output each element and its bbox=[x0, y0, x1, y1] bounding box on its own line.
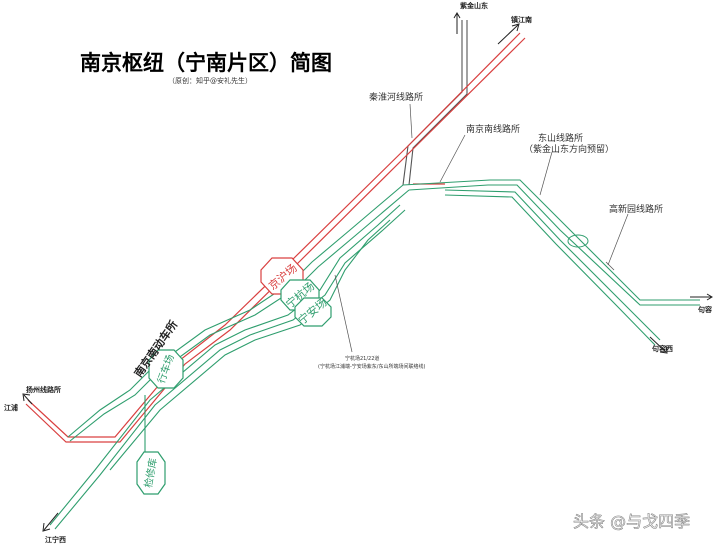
arrow-jiangning-west bbox=[42, 512, 59, 532]
dongshan-junction-label: 东山线路所 bbox=[538, 132, 583, 144]
annotation-line2: (宁杭场江浦端-宁安场紫东/东山所端场间联络线) bbox=[318, 363, 425, 370]
gaoxinyuan-marker bbox=[605, 261, 615, 271]
watermark: 头条 @与戈四季 bbox=[573, 512, 690, 531]
terminal-jiangning-west: 江宁西 bbox=[45, 535, 66, 544]
qinhuaihe-junction-label: 秦淮河线路所 bbox=[369, 91, 423, 103]
terminal-jiangpu: 江浦 bbox=[4, 403, 18, 412]
arrow-yangzhou bbox=[22, 393, 33, 405]
terminal-zhenjiang-south: 镇江南 bbox=[511, 15, 532, 24]
terminal-zijinshan-east: 紫金山东 bbox=[460, 1, 488, 10]
annotation-line1: 宁杭场21/22道 bbox=[345, 355, 379, 362]
arrow-zhenjiang-south bbox=[497, 23, 520, 45]
dongshan-junction-note: （紫金山东方向预留） bbox=[524, 143, 614, 155]
line-jinghu-red bbox=[25, 32, 526, 443]
arrow-jurong-west bbox=[649, 336, 668, 354]
ningan-yard: 宁安场 bbox=[294, 295, 332, 327]
gaoxinyuan-junction-label: 高新园线路所 bbox=[609, 203, 663, 215]
terminal-jurong-west: 句容西 bbox=[652, 344, 673, 353]
map-subtitle: （原创：知乎@安礼先生） bbox=[168, 76, 252, 85]
map-title: 南京枢纽（宁南片区）简图 bbox=[80, 50, 332, 75]
leader-lines bbox=[334, 103, 629, 353]
dongshan-marker bbox=[567, 234, 589, 248]
terminal-jurong: 句容 bbox=[698, 305, 712, 314]
terminal-yangzhou-junction: 扬州线路所 bbox=[26, 385, 61, 394]
arrow-jurong bbox=[690, 293, 713, 301]
xingche-yard: 行车场 bbox=[148, 349, 184, 389]
jianxiu-depot: 检修库 bbox=[136, 451, 166, 495]
nanjing-south-junction-label: 南京南线路所 bbox=[466, 123, 520, 135]
arrow-zijinshan-east bbox=[453, 12, 461, 34]
